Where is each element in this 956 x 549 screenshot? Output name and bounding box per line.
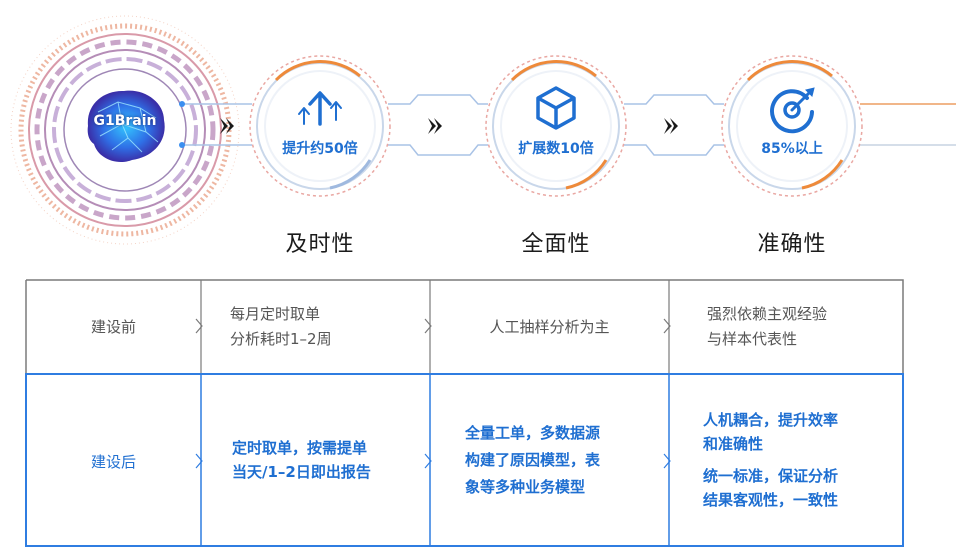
pillar-title-timeliness: 及时性: [285, 232, 355, 257]
before-cell-coverage: 人工抽样分析为主: [430, 280, 669, 374]
metric-label-accuracy: 85%以上: [761, 141, 823, 157]
metric-label-coverage: 扩展数10倍: [518, 141, 594, 157]
row-label-before: 建设前: [90, 318, 136, 336]
metric-circle-1: [249, 55, 391, 197]
brand-logo-text: G1Brain: [93, 113, 157, 129]
pillar-title-accuracy: 准确性: [757, 232, 827, 257]
cell-line: 每月定时取单: [230, 305, 321, 323]
cell-line: 结果客观性，一致性: [703, 491, 839, 509]
before-cell-timeliness: 每月定时取单 分析耗时1–2周: [230, 280, 420, 374]
cell-line: 与样本代表性: [707, 330, 798, 348]
after-cell-accuracy: 人机耦合，提升效率 和准确性 统一标准，保证分析 结果客观性，一致性: [703, 374, 898, 546]
cell-line: 构建了原因模型，表: [465, 450, 601, 469]
trailing-accent-lines: [860, 103, 956, 146]
arrows-up-icon: [298, 91, 342, 126]
cell-line: 人工抽样分析为主: [489, 317, 610, 336]
connector-dots: [179, 101, 185, 148]
metric-circle-3: [721, 55, 863, 197]
brain-icon: [87, 90, 165, 163]
metric-label-timeliness: 提升约50倍: [282, 141, 358, 157]
cell-line: 全量工单，多数据源: [465, 423, 601, 442]
cell-line: 象等多种业务模型: [465, 477, 586, 496]
divider-chevrons: [195, 318, 671, 469]
target-icon: [770, 87, 815, 134]
before-cell-accuracy: 强烈依赖主观经验 与样本代表性: [707, 280, 897, 374]
after-cell-coverage: 全量工单，多数据源 构建了原因模型，表 象等多种业务模型: [465, 374, 665, 546]
cell-line: 人机耦合，提升效率: [703, 411, 839, 429]
row-label-after: 建设后: [90, 453, 136, 471]
cell-line: 统一标准，保证分析: [703, 467, 839, 485]
cube-icon: [536, 86, 576, 130]
chevron-arrow-icons: [220, 118, 678, 134]
cell-line: 强烈依赖主观经验: [707, 305, 828, 323]
cell-line: 当天/1–2日即出报告: [232, 463, 371, 481]
after-cell-timeliness: 定时取单，按需提单 当天/1–2日即出报告: [232, 374, 422, 546]
cell-line: 定时取单，按需提单: [232, 439, 368, 457]
connector-lines: [182, 94, 724, 156]
cell-line: 分析耗时1–2周: [230, 330, 332, 348]
pillar-title-coverage: 全面性: [521, 232, 591, 257]
cell-line: 和准确性: [703, 435, 764, 453]
